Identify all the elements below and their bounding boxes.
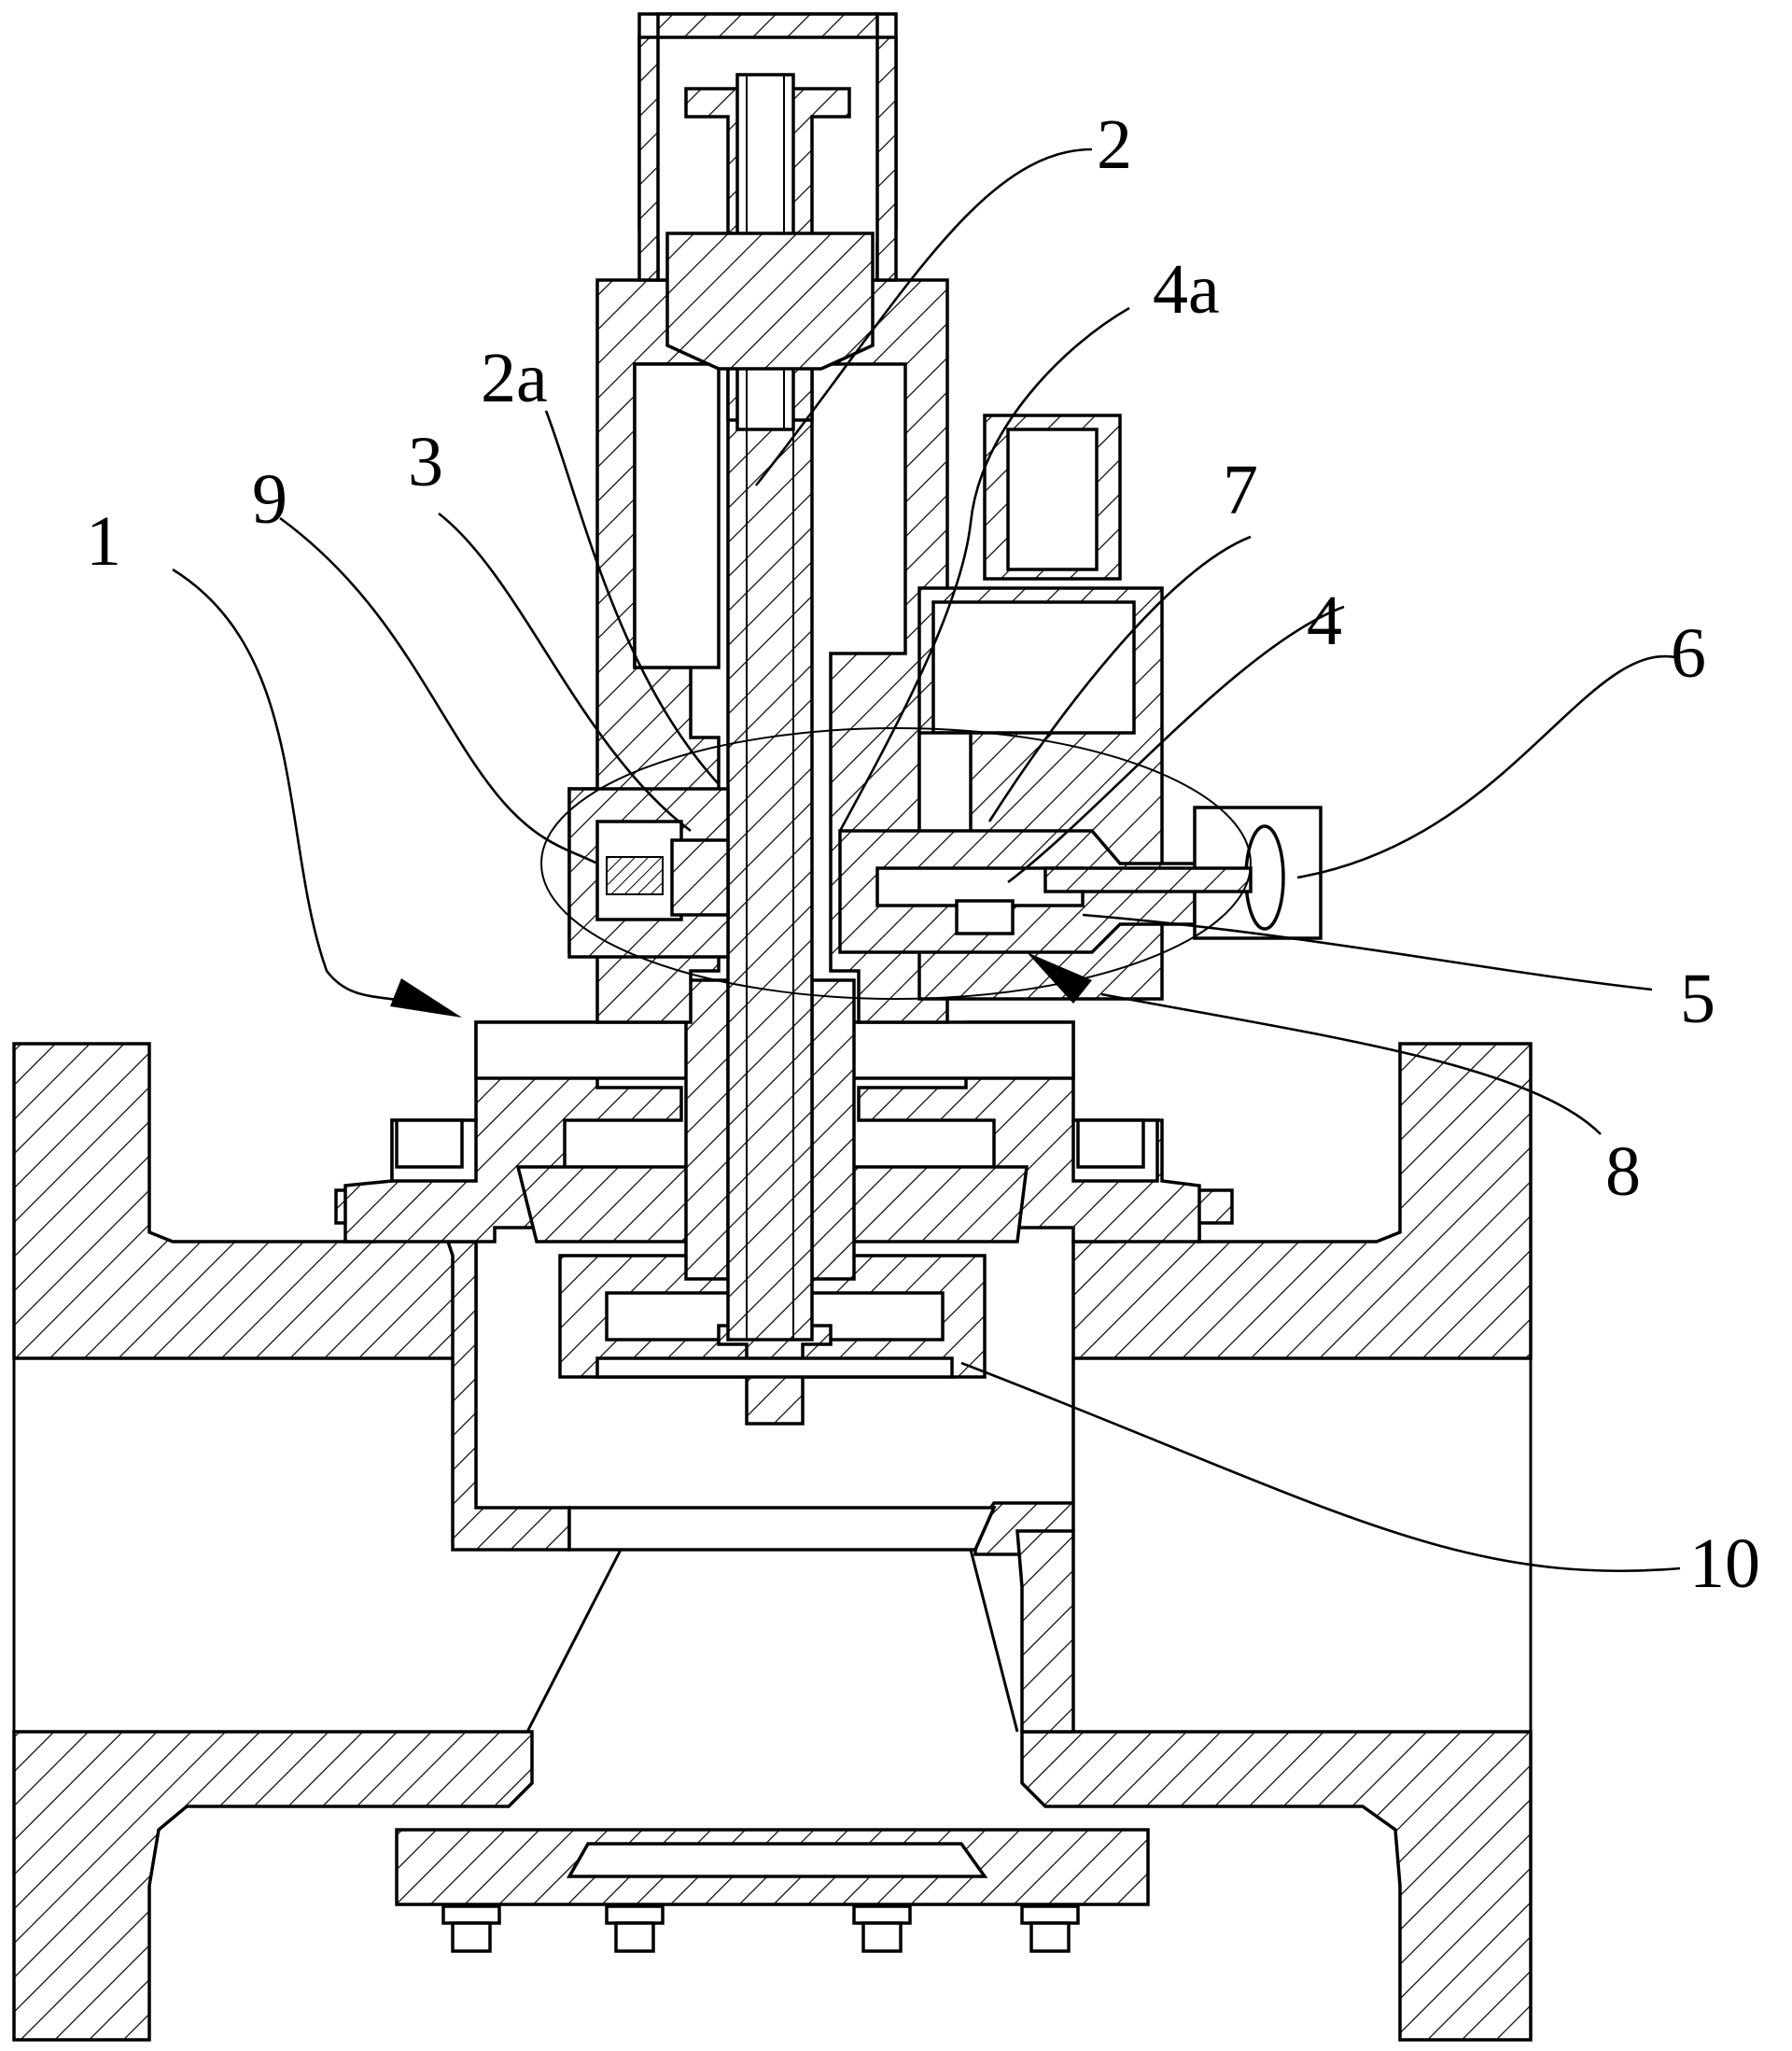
label-4a: 4a: [1153, 250, 1220, 329]
label-2: 2: [1097, 105, 1132, 184]
valve-body: [12, 1042, 1533, 2042]
label-3: 3: [408, 423, 443, 501]
label-8: 8: [1605, 1132, 1641, 1211]
pilot-assembly: [838, 414, 1323, 1001]
label-1: 1: [86, 502, 121, 581]
valve-stem: [684, 367, 856, 1342]
reference-labels: 1 2 2a 3 4 4a 5 6 7 8 9 10: [86, 105, 1760, 1603]
label-6: 6: [1671, 614, 1706, 693]
leader-lines: [172, 148, 1681, 1573]
label-9: 9: [252, 460, 287, 539]
label-5: 5: [1680, 960, 1715, 1038]
label-4: 4: [1307, 582, 1342, 660]
label-2a: 2a: [481, 339, 548, 417]
label-10: 10: [1689, 1524, 1760, 1603]
label-7: 7: [1223, 451, 1258, 529]
left-plug: [567, 787, 730, 959]
detail-ellipse: [540, 727, 1252, 1000]
